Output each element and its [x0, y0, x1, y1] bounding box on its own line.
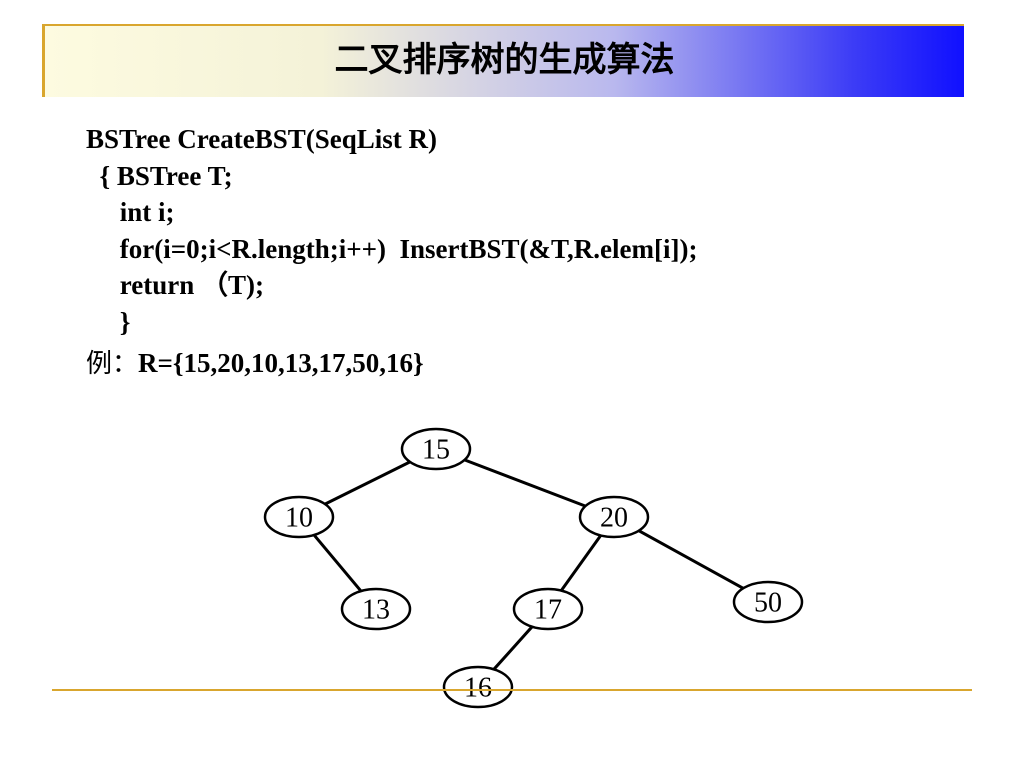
tree-edge-n15-n10 [324, 460, 411, 506]
tree-edge-n17-n16 [492, 625, 534, 671]
tree-node-ellipse [340, 587, 412, 631]
example-line: 例：R={15,20,10,13,17,50,16} [86, 345, 424, 382]
title-bar: 二叉排序树的生成算法 [42, 24, 964, 97]
tree-node-label: 15 [422, 435, 450, 466]
tree-node-17: 17 [512, 587, 584, 631]
tree-edges [312, 458, 744, 671]
tree-node-label: 50 [754, 588, 782, 619]
tree-edge-n20-n50 [638, 529, 744, 590]
example-prefix: 例： [86, 349, 139, 379]
tree-node-50: 50 [732, 580, 804, 624]
tree-node-20: 20 [578, 495, 650, 539]
example-value: R={15,20,10,13,17,50,16} [138, 348, 424, 378]
tree-node-16: 16 [442, 665, 514, 709]
tree-edge-n10-n13 [312, 533, 363, 593]
tree-node-ellipse [512, 587, 584, 631]
code-line-3: int i; [86, 197, 175, 227]
tree-node-10: 10 [263, 495, 335, 539]
code-line-1: BSTree CreateBST(SeqList R) [86, 124, 437, 154]
code-line-2: { BSTree T; [86, 160, 233, 191]
tree-edge-n20-n17 [560, 534, 602, 592]
tree-node-label: 17 [534, 595, 562, 626]
tree-node-label: 20 [600, 503, 628, 534]
tree-nodes: 15 10 20 13 17 50 16 [263, 427, 804, 709]
tree-node-ellipse [578, 495, 650, 539]
tree-edge-n15-n20 [463, 458, 587, 508]
code-block: BSTree CreateBST(SeqList R) { BSTree T; … [86, 121, 697, 340]
tree-node-15: 15 [400, 427, 472, 471]
bottom-divider [52, 689, 972, 691]
tree-node-ellipse [732, 580, 804, 624]
tree-node-label: 13 [362, 595, 390, 626]
code-line-6: } [86, 306, 131, 337]
slide-title: 二叉排序树的生成算法 [334, 40, 675, 80]
tree-node-ellipse [263, 495, 335, 539]
code-line-4: for(i=0;i<R.length;i++) InsertBST(&T,R.e… [86, 233, 698, 264]
tree-node-ellipse [400, 427, 472, 471]
tree-node-ellipse [442, 665, 514, 709]
tree-node-13: 13 [340, 587, 412, 631]
tree-node-label: 16 [464, 673, 492, 704]
code-line-5: return （T); [86, 270, 264, 300]
tree-node-label: 10 [285, 503, 313, 534]
